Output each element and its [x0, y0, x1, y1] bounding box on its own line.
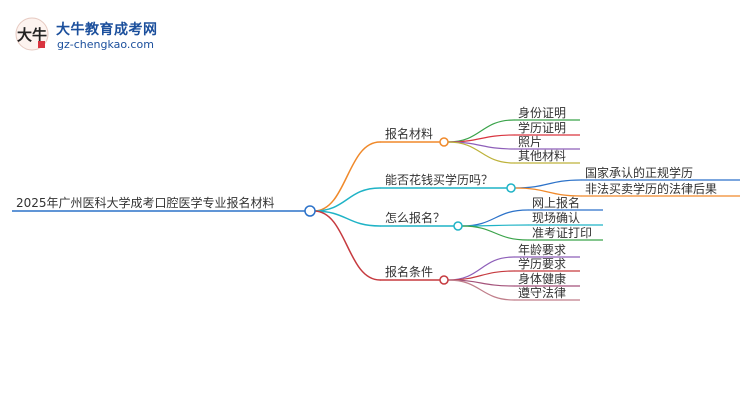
child-label-0-1: 学历证明: [518, 120, 566, 135]
child-label-0-0: 身份证明: [518, 105, 566, 120]
mindmap-nodes: 2025年广州医科大学成考口腔医学专业报名材料 报名材料 身份证明学历证明照片其他材…: [12, 105, 740, 301]
branch-node-circle[interactable]: [439, 275, 449, 285]
branch-node-circle[interactable]: [453, 221, 463, 231]
child-label-2-0: 网上报名: [532, 195, 580, 210]
child-label-3-1: 学历要求: [518, 256, 566, 271]
child-connector: [514, 187, 582, 197]
child-connector: [461, 209, 529, 227]
child-label-1-1: 非法买卖学历的法律后果: [585, 181, 717, 196]
branch-connector: [313, 187, 381, 212]
child-label-3-0: 年龄要求: [518, 243, 566, 257]
child-connector: [447, 141, 515, 164]
branch-label-1: 能否花钱买学历吗？: [385, 172, 493, 187]
svg-text:大牛: 大牛: [17, 26, 47, 44]
child-connector: [514, 179, 582, 189]
root-label: 2025年广州医科大学成考口腔医学专业报名材料: [16, 195, 275, 210]
mindmap-edges: [313, 119, 582, 301]
branch-connector: [313, 210, 381, 281]
branch-connector: [313, 141, 381, 212]
child-connector: [447, 256, 515, 281]
child-label-3-3: 遵守法律: [518, 285, 566, 300]
logo-title: 大牛教育成考网: [56, 22, 158, 38]
logo-url: gz-chengkao.com: [57, 38, 154, 51]
site-logo[interactable]: 大牛 大牛教育成考网 gz-chengkao.com: [0, 0, 220, 60]
branch-connector: [313, 210, 381, 227]
child-label-0-3: 其他材料: [518, 149, 566, 163]
calligraphy-seal-icon: 大牛: [15, 17, 49, 51]
child-label-2-1: 现场确认: [532, 211, 580, 225]
branch-node-circle[interactable]: [506, 183, 516, 193]
child-connector: [461, 225, 529, 241]
child-label-0-2: 照片: [518, 135, 542, 149]
branch-label-2: 怎么报名？: [385, 210, 445, 225]
child-label-3-2: 身体健康: [518, 271, 566, 286]
child-label-2-2: 准考证打印: [532, 226, 592, 240]
branch-label-0: 报名材料: [385, 126, 433, 141]
branch-label-3: 报名条件: [385, 264, 433, 279]
child-label-1-0: 国家承认的正规学历: [585, 165, 693, 180]
branch-node-circle[interactable]: [439, 137, 449, 147]
root-node-circle[interactable]: [304, 205, 316, 217]
child-connector: [447, 279, 515, 301]
